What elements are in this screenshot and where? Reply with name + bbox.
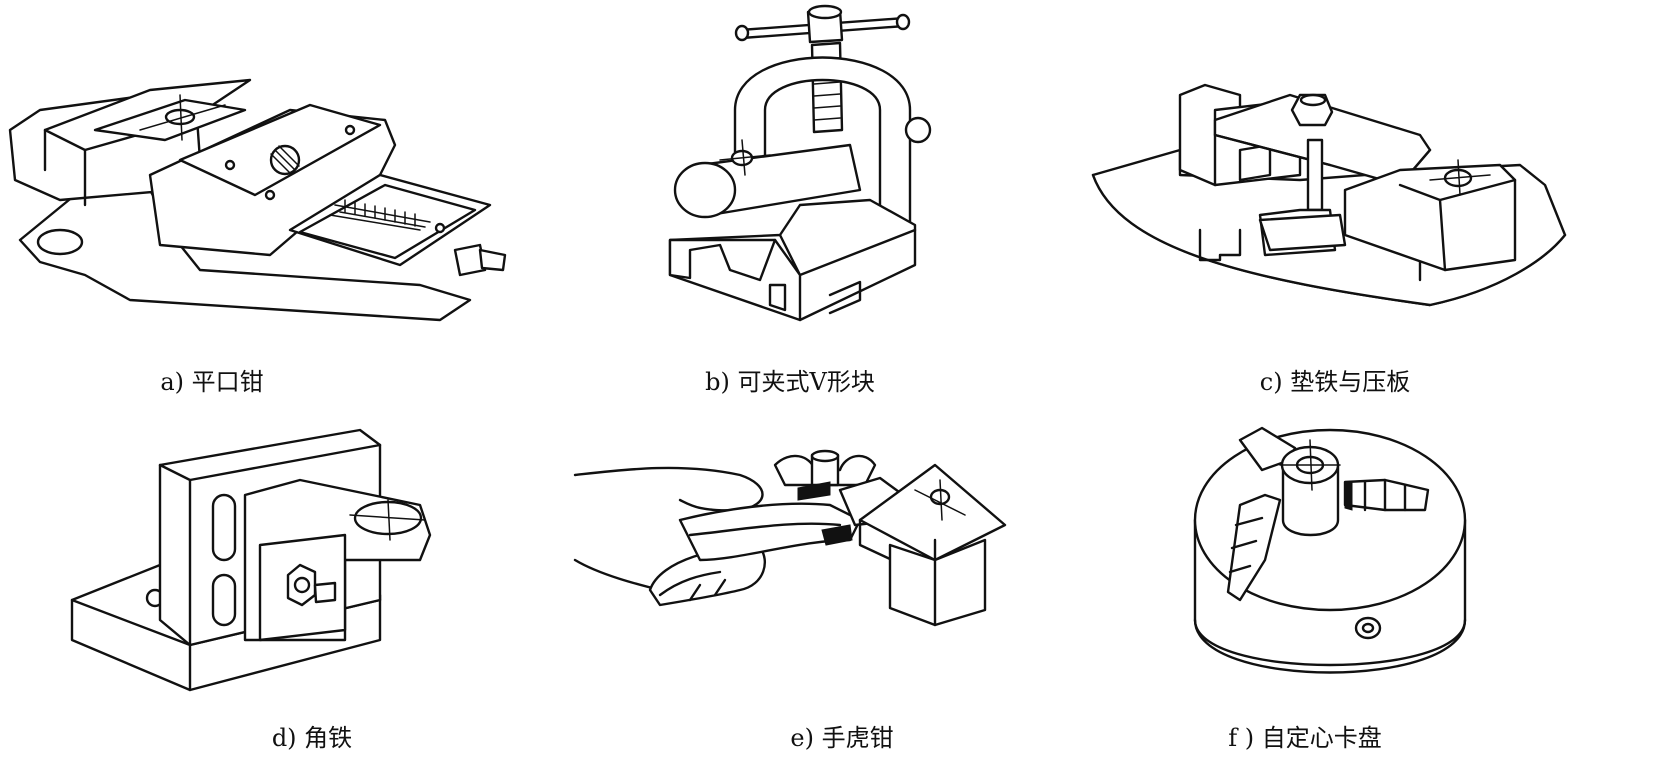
vise-icon xyxy=(10,80,505,320)
figure-e-caption: e) 手虎钳 xyxy=(790,724,894,752)
three-jaw-chuck-icon xyxy=(1195,428,1465,673)
figure-a-caption: a) 平口钳 xyxy=(160,368,264,396)
shim-and-clamp-plate-icon xyxy=(1093,85,1565,305)
figure-c-caption: c) 垫铁与压板 xyxy=(1259,368,1411,396)
figure-d-caption: d) 角铁 xyxy=(271,724,353,752)
angle-plate-icon xyxy=(72,430,430,690)
figure-f-caption: f ) 自定心卡盘 xyxy=(1228,724,1382,752)
figure-b-caption: b) 可夹式V形块 xyxy=(705,368,875,396)
v-block-clamp-icon xyxy=(670,6,930,320)
hand-vise-icon xyxy=(575,451,1005,625)
